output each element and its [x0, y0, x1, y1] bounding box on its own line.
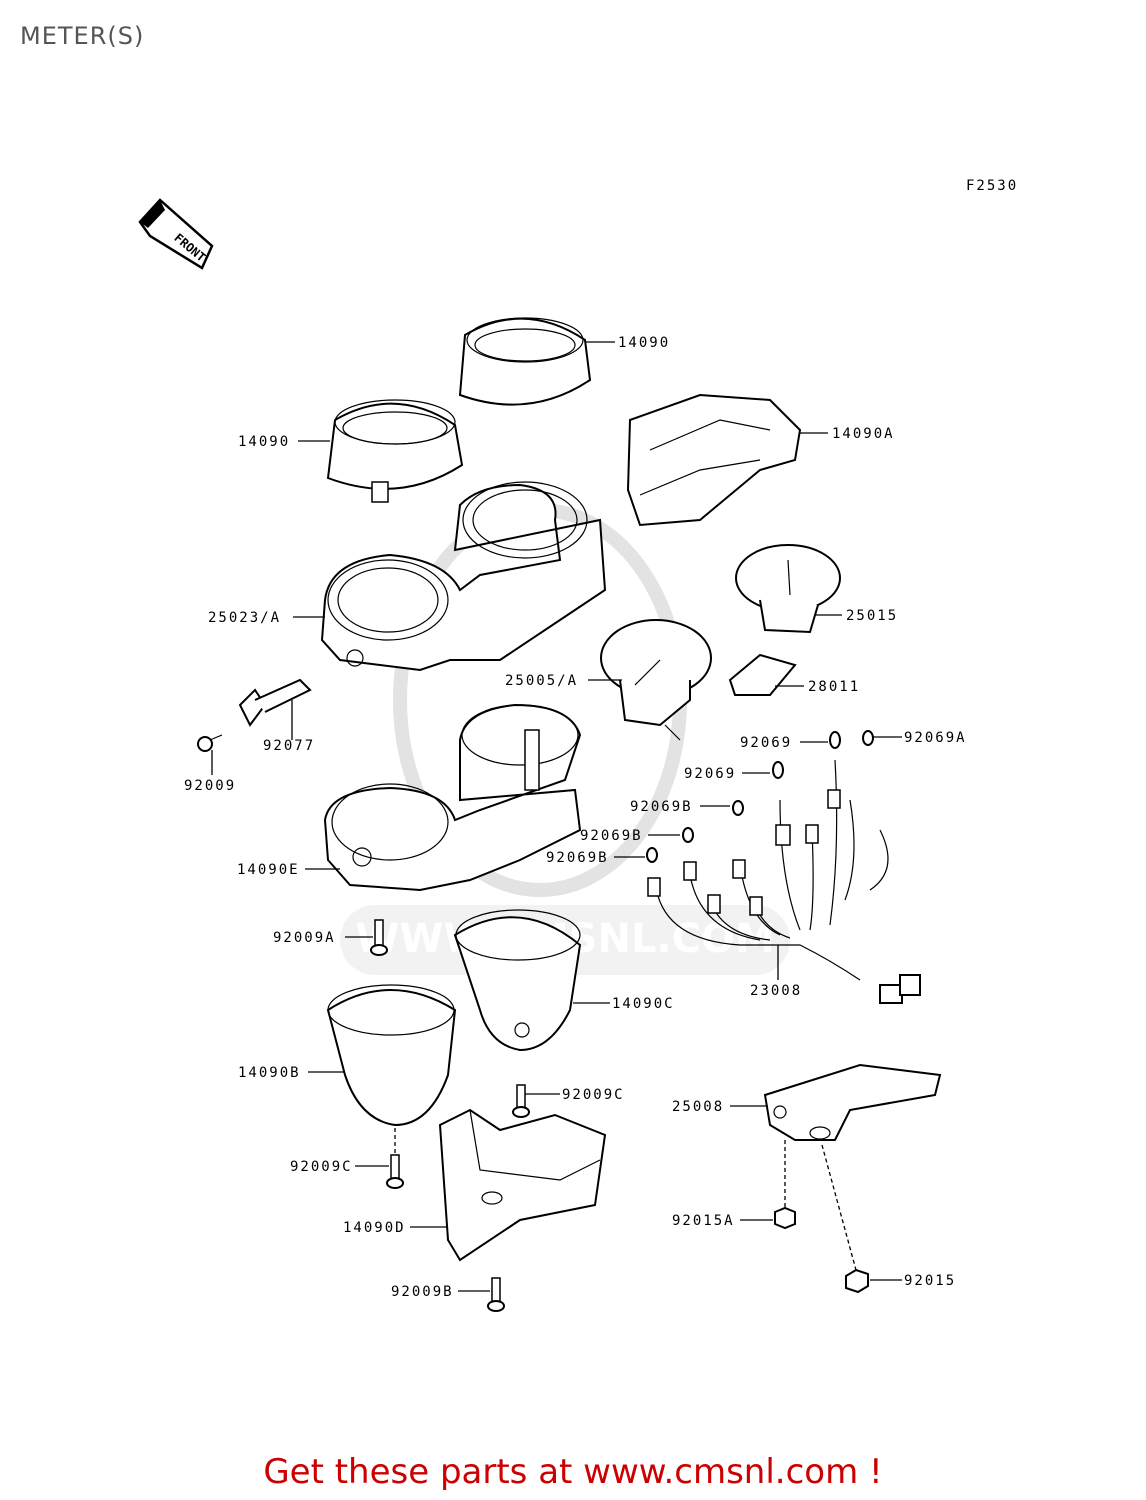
- callout-92009: 92009: [184, 778, 236, 794]
- callout-92069B-3: 92069B: [546, 850, 609, 866]
- callout-25008: 25008: [672, 1099, 724, 1115]
- bulb-92069A: [862, 730, 874, 746]
- ring-14090-left: [326, 399, 464, 503]
- callout-23008: 23008: [750, 983, 802, 999]
- cup-14090B: [326, 984, 457, 1127]
- cup-14090C: [453, 909, 582, 1052]
- callout-92077: 92077: [263, 738, 315, 754]
- bulb-92069B-3: [646, 847, 658, 863]
- screw-92009C-1: [512, 1084, 530, 1118]
- indicator-28011: [728, 653, 797, 696]
- tachometer-25015: [735, 544, 841, 634]
- cover-14090D: [438, 1108, 607, 1262]
- callout-92069-2: 92069: [684, 766, 736, 782]
- callout-92015: 92015: [904, 1273, 956, 1289]
- callout-25015: 25015: [846, 608, 898, 624]
- page-title: METER(S): [20, 22, 145, 50]
- callout-92015A: 92015A: [672, 1213, 735, 1229]
- callout-92009C-2: 92009C: [290, 1159, 353, 1175]
- nut-92015: [821, 1144, 869, 1294]
- callout-28011: 28011: [808, 679, 860, 695]
- front-arrow-icon: FRONT: [138, 198, 214, 270]
- bulb-92069B-1: [732, 800, 744, 816]
- callout-92069-1: 92069: [740, 735, 792, 751]
- callout-25005A: 25005/A: [505, 673, 578, 689]
- bulb-92069-2: [772, 761, 784, 779]
- screw-92009C-2: [386, 1154, 404, 1189]
- meter-housing-25023A: [320, 481, 607, 672]
- callout-92009C-1: 92009C: [562, 1087, 625, 1103]
- bracket-25008: [763, 1063, 942, 1141]
- footer-link-text[interactable]: Get these parts at www.cmsnl.com !: [263, 1452, 883, 1492]
- lower-housing-14090E: [323, 703, 582, 892]
- screw-92009A: [370, 919, 388, 956]
- screw-92009B: [487, 1277, 505, 1312]
- callout-14090A: 14090A: [832, 426, 895, 442]
- callout-92069B-1: 92069B: [630, 799, 693, 815]
- callout-92009B: 92009B: [391, 1284, 454, 1300]
- bulb-92069-1: [829, 731, 841, 749]
- knob-92077: [238, 678, 312, 727]
- bulb-92069B-2: [682, 827, 694, 843]
- callout-14090-left: 14090: [238, 434, 290, 450]
- speedometer-25005A: [600, 619, 712, 741]
- callout-92069B-2: 92069B: [580, 828, 643, 844]
- figure-code: F2530: [966, 178, 1018, 194]
- callout-14090D: 14090D: [343, 1220, 406, 1236]
- cover-14090A: [626, 393, 802, 527]
- screw-92009: [197, 734, 223, 752]
- ring-14090-top: [458, 317, 592, 406]
- wire-harness-23008: [647, 759, 921, 1004]
- callout-92009A: 92009A: [273, 930, 336, 946]
- callout-14090B: 14090B: [238, 1065, 301, 1081]
- nut-92015A: [774, 1140, 796, 1230]
- callout-25023A: 25023/A: [208, 610, 281, 626]
- callout-14090-top: 14090: [618, 335, 670, 351]
- callout-14090E: 14090E: [237, 862, 300, 878]
- callout-14090C: 14090C: [612, 996, 675, 1012]
- callout-92069A: 92069A: [904, 730, 967, 746]
